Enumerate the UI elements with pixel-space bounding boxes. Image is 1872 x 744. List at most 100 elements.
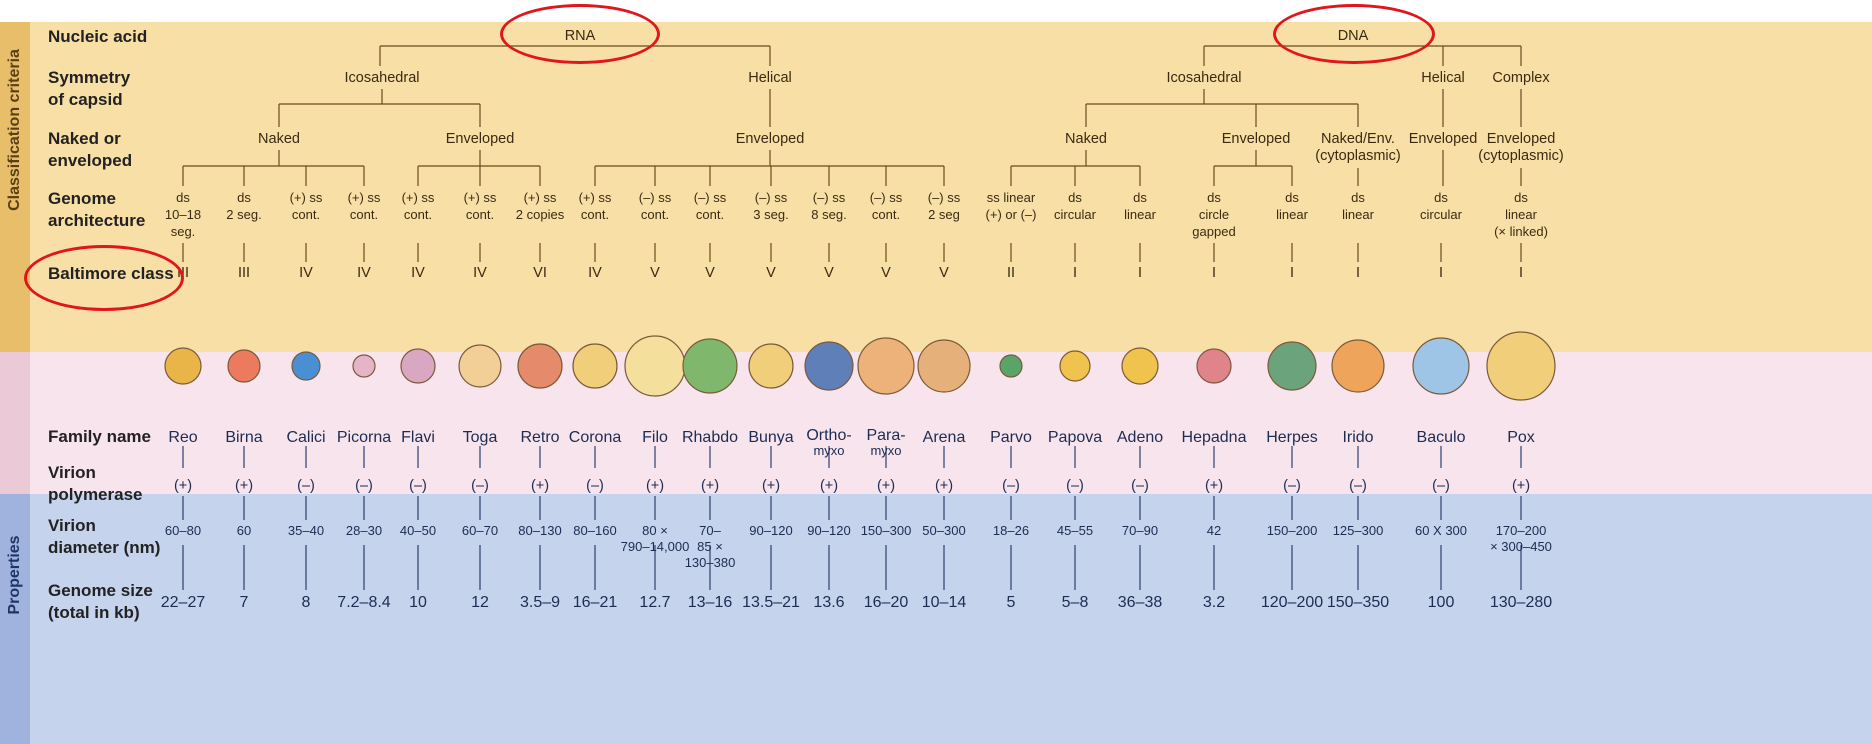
virion-polymerase-value: (–) xyxy=(1002,478,1020,495)
family-name-part: Hepadna xyxy=(1182,429,1247,446)
virion-diameter-value: 125–300 xyxy=(1333,523,1384,539)
baltimore-class-value: V xyxy=(705,265,715,282)
family-name-part: Birna xyxy=(225,429,262,446)
genome-architecture-line: (–) ss xyxy=(694,190,727,206)
baltimore-class-value: I xyxy=(1439,265,1443,282)
baltimore-class-value: IV xyxy=(473,265,487,282)
label-rna-naked: Naked xyxy=(258,131,300,148)
genome-architecture-line: ds xyxy=(1068,190,1082,206)
genome-size-value: 7.2–8.4 xyxy=(337,594,390,611)
virion-polymerase-value: (–) xyxy=(297,478,315,495)
family-name: Calici xyxy=(286,429,325,446)
virion-polymerase-value: (–) xyxy=(1349,478,1367,495)
genome-architecture-line: (–) ss xyxy=(755,190,788,206)
label-dna-icosahedral: Icosahedral xyxy=(1167,70,1242,87)
family-name: Para-myxo xyxy=(866,427,905,457)
family-name-part: Pox xyxy=(1507,429,1535,446)
family-name: Ortho-myxo xyxy=(806,427,851,457)
genome-architecture-line: ss linear xyxy=(987,190,1035,206)
virion-diameter-value: 60 xyxy=(237,523,251,539)
label-dna-naked-env-line2: (cytoplasmic) xyxy=(1315,148,1400,165)
virion-diameter-value: 60 X 300 xyxy=(1415,523,1467,539)
virion-polymerase-value: (+) xyxy=(646,478,664,495)
genome-architecture-line: 3 seg. xyxy=(753,207,788,223)
baltimore-class-value: I xyxy=(1290,265,1294,282)
virion-ortho-myxo-icon xyxy=(805,342,853,390)
genome-architecture-line: (× linked) xyxy=(1494,224,1548,240)
virion-polymerase-value: (–) xyxy=(355,478,373,495)
virion-polymerase-value: (–) xyxy=(1131,478,1149,495)
baltimore-class-value: IV xyxy=(588,265,602,282)
virion-diameter-value: 150–300 xyxy=(861,523,912,539)
family-name: Papova xyxy=(1048,429,1102,446)
baltimore-class-value: III xyxy=(238,265,250,282)
family-name: Pox xyxy=(1507,429,1535,446)
genome-architecture-line: 2 seg xyxy=(928,207,960,223)
virion-rhabdo-icon xyxy=(683,339,737,393)
family-name-part: Flavi xyxy=(401,429,435,446)
highlight-circle-rna xyxy=(500,4,660,64)
family-name: Adeno xyxy=(1117,429,1163,446)
genome-architecture-line: (+) ss xyxy=(290,190,323,206)
virion-diameter-value: 45–55 xyxy=(1057,523,1093,539)
virion-diameter-value: 170–200 xyxy=(1496,523,1547,539)
baltimore-class-value: V xyxy=(650,265,660,282)
genome-architecture-line: 2 copies xyxy=(516,207,564,223)
baltimore-class-value: V xyxy=(881,265,891,282)
label-dna-complex: Complex xyxy=(1492,70,1549,87)
genome-architecture-line: (+) ss xyxy=(348,190,381,206)
family-name-part: Corona xyxy=(569,429,621,446)
virion-polymerase-value: (+) xyxy=(1205,478,1223,495)
virion-para-myxo-icon xyxy=(858,338,914,394)
virion-diameter-value: 90–120 xyxy=(807,523,850,539)
genome-architecture-line: (+) or (–) xyxy=(986,207,1037,223)
family-name: Picorna xyxy=(337,429,391,446)
virion-diameter-value: 42 xyxy=(1207,523,1221,539)
genome-architecture-line: ds xyxy=(1133,190,1147,206)
family-name-part: myxo xyxy=(806,444,851,457)
genome-architecture-line: ds xyxy=(1207,190,1221,206)
family-name: Bunya xyxy=(748,429,793,446)
genome-architecture-line: linear xyxy=(1505,207,1537,223)
family-name: Birna xyxy=(225,429,262,446)
virion-polymerase-value: (+) xyxy=(174,478,192,495)
genome-size-value: 16–20 xyxy=(864,594,909,611)
virion-diameter-value: 790–14,000 xyxy=(621,539,690,555)
virion-corona-icon xyxy=(573,344,617,388)
virion-pox-icon xyxy=(1487,332,1555,400)
family-name-part: Herpes xyxy=(1266,429,1318,446)
virion-reo-icon xyxy=(165,348,201,384)
family-name: Retro xyxy=(520,429,559,446)
family-name-part: Adeno xyxy=(1117,429,1163,446)
genome-architecture-line: cont. xyxy=(696,207,724,223)
virion-toga-icon xyxy=(459,345,501,387)
genome-architecture-line: (+) ss xyxy=(402,190,435,206)
genome-architecture-line: ds xyxy=(1514,190,1528,206)
virion-filo-icon xyxy=(625,336,685,396)
family-name: Flavi xyxy=(401,429,435,446)
virion-polymerase-value: (+) xyxy=(877,478,895,495)
genome-size-value: 8 xyxy=(302,594,311,611)
family-name-part: Bunya xyxy=(748,429,793,446)
baltimore-class-value: IV xyxy=(299,265,313,282)
label-rna-icosahedral: Icosahedral xyxy=(345,70,420,87)
baltimore-class-value: I xyxy=(1073,265,1077,282)
virion-polymerase-value: (–) xyxy=(1066,478,1084,495)
virion-papova-icon xyxy=(1060,351,1090,381)
label-dna-enveloped-cx: Enveloped (cytoplasmic) xyxy=(1478,131,1563,165)
virion-polymerase-value: (–) xyxy=(1432,478,1450,495)
genome-size-value: 3.5–9 xyxy=(520,594,560,611)
family-name-part: Retro xyxy=(520,429,559,446)
virion-diameter-value: 60–80 xyxy=(165,523,201,539)
family-name: Corona xyxy=(569,429,621,446)
baltimore-class-value: V xyxy=(766,265,776,282)
genome-size-value: 12 xyxy=(471,594,489,611)
virion-flavi-icon xyxy=(401,349,435,383)
genome-architecture-line: linear xyxy=(1342,207,1374,223)
virion-baculo-icon xyxy=(1413,338,1469,394)
virion-diameter-value: 50–300 xyxy=(922,523,965,539)
genome-size-value: 120–200 xyxy=(1261,594,1323,611)
label-dna-enveloped-hel: Enveloped xyxy=(1409,131,1478,148)
label-dna-naked: Naked xyxy=(1065,131,1107,148)
